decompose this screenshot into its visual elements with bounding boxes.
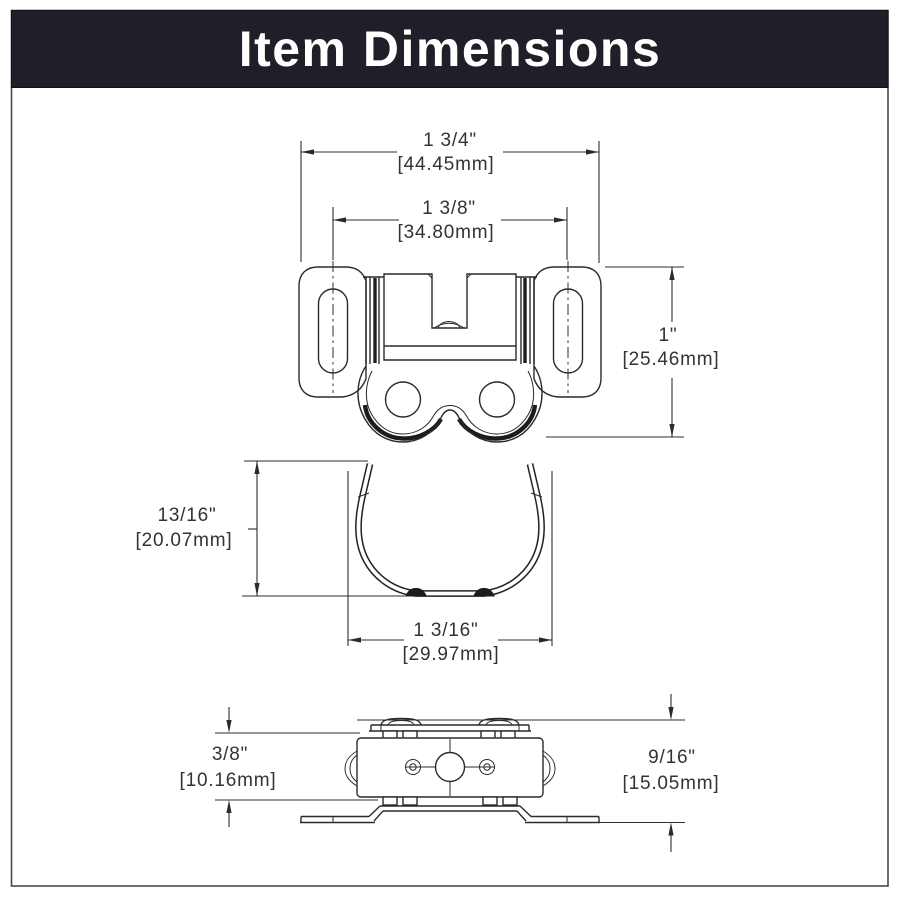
body-side-walls xyxy=(363,276,537,364)
right-roller xyxy=(478,381,516,418)
dim-front-outer-width: 1 3/4" [44.45mm] xyxy=(300,130,600,263)
header-bar: Item Dimensions xyxy=(11,10,889,88)
dim-front-outer-width-metric: [44.45mm] xyxy=(398,154,495,175)
dim-side-height-value: 13/16" xyxy=(157,505,216,526)
left-screw-head xyxy=(380,717,422,740)
dim-top-overall-depth-metric: [15.05mm] xyxy=(623,773,720,794)
strike-plate xyxy=(369,724,531,732)
dim-front-height-value: 1" xyxy=(659,325,678,346)
page-title: Item Dimensions xyxy=(239,21,662,77)
dim-front-height-metric: [25.46mm] xyxy=(623,349,720,370)
dim-side-height-metric: [20.07mm] xyxy=(136,530,233,551)
dim-side-width-metric: [29.97mm] xyxy=(403,644,500,665)
front-view: 1 3/4" [44.45mm] 1 3/8" [34.80mm] 1" [25… xyxy=(298,130,720,443)
header-background xyxy=(11,10,889,88)
top-view: 3/8" [10.16mm] 9/16" [15.05mm] xyxy=(180,694,719,852)
spring-clip-part xyxy=(355,463,545,597)
left-rivet-hole xyxy=(405,759,421,775)
clip-right-foot xyxy=(473,587,495,597)
dim-front-slot-spacing-metric: [34.80mm] xyxy=(398,222,495,243)
left-roller-end xyxy=(344,750,358,787)
top-view-part xyxy=(300,717,600,824)
dim-top-body-depth: 3/8" [10.16mm] xyxy=(180,707,378,827)
clip-left-foot xyxy=(405,587,427,597)
dim-front-slot-spacing-value: 1 3/8" xyxy=(422,198,476,219)
left-roller xyxy=(384,381,422,418)
dim-front-slot-spacing: 1 3/8" [34.80mm] xyxy=(332,198,568,260)
side-profile-view: 13/16" [20.07mm] 1 3/16" [29.97mm] xyxy=(136,460,553,665)
right-rivet-hole xyxy=(479,759,495,775)
roller-housings xyxy=(357,365,543,443)
front-view-part xyxy=(298,261,602,443)
dim-front-outer-width-value: 1 3/4" xyxy=(423,130,477,151)
dim-top-overall-depth-value: 9/16" xyxy=(648,747,696,768)
dim-top-body-depth-value: 3/8" xyxy=(212,744,248,765)
dim-top-body-depth-metric: [10.16mm] xyxy=(180,770,277,791)
dim-side-width: 1 3/16" [29.97mm] xyxy=(347,471,553,665)
mounting-flange-profile xyxy=(300,796,600,824)
dim-top-overall-depth: 9/16" [15.05mm] xyxy=(357,694,719,852)
dim-front-height: 1" [25.46mm] xyxy=(546,266,720,438)
right-screw-head xyxy=(478,717,520,740)
dim-side-width-value: 1 3/16" xyxy=(413,620,478,641)
center-adjustment-hole xyxy=(434,751,466,783)
right-roller-end xyxy=(542,750,556,787)
catch-body xyxy=(383,273,517,361)
dim-side-height: 13/16" [20.07mm] xyxy=(136,460,405,597)
